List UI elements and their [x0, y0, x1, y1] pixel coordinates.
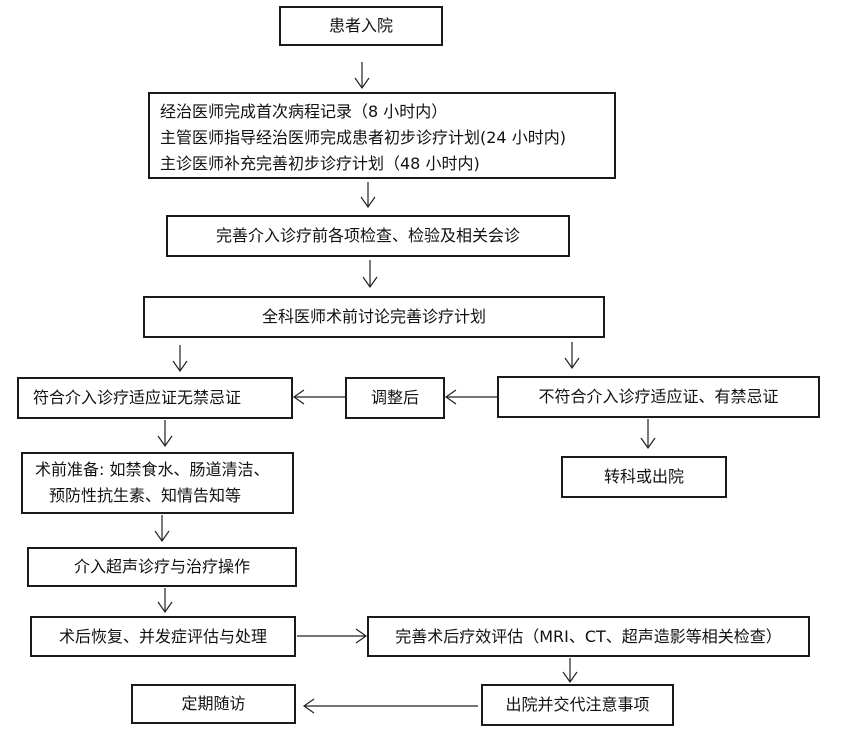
node-adjusted: 调整后 — [345, 377, 445, 419]
node-followup-label: 定期随访 — [181, 694, 246, 713]
records-line-2: 主管医师指导经治医师完成患者初步诊疗计划(24 小时内) — [160, 128, 566, 147]
node-admission-label: 患者入院 — [328, 16, 393, 35]
node-procedure: 介入超声诊疗与治疗操作 — [27, 547, 297, 587]
prep-line-2: 预防性抗生素、知情告知等 — [49, 486, 242, 505]
node-not-indicated: 不符合介入诊疗适应证、有禁忌证 — [497, 376, 820, 418]
node-evaluation-label: 完善术后疗效评估（MRI、CT、超声造影等相关检查） — [395, 626, 782, 646]
node-adjusted-label: 调整后 — [370, 388, 419, 407]
node-discussion-label: 全科医师术前讨论完善诊疗计划 — [261, 307, 486, 326]
prep-line-1: 术前准备: 如禁食水、肠道清洁、 — [35, 460, 270, 479]
node-not-indicated-label: 不符合介入诊疗适应证、有禁忌证 — [538, 387, 779, 406]
node-transfer-label: 转科或出院 — [603, 467, 684, 486]
node-discharge: 出院并交代注意事项 — [481, 684, 674, 726]
node-pre-exam: 完善介入诊疗前各项检查、检验及相关会诊 — [166, 215, 570, 257]
node-pre-exam-label: 完善介入诊疗前各项检查、检验及相关会诊 — [215, 226, 520, 245]
node-indicated: 符合介入诊疗适应证无禁忌证 — [17, 377, 293, 419]
node-indicated-label: 符合介入诊疗适应证无禁忌证 — [33, 388, 242, 407]
node-records: 经治医师完成首次病程记录（8 小时内） 主管医师指导经治医师完成患者初步诊疗计划… — [148, 92, 616, 179]
node-prep: 术前准备: 如禁食水、肠道清洁、 预防性抗生素、知情告知等 — [21, 452, 294, 514]
node-recovery-label: 术后恢复、并发症评估与处理 — [58, 626, 267, 646]
node-discussion: 全科医师术前讨论完善诊疗计划 — [143, 296, 605, 338]
node-admission: 患者入院 — [279, 6, 443, 46]
node-transfer: 转科或出院 — [561, 456, 727, 498]
records-line-1: 经治医师完成首次病程记录（8 小时内） — [160, 102, 448, 121]
node-procedure-label: 介入超声诊疗与治疗操作 — [73, 557, 250, 576]
node-evaluation: 完善术后疗效评估（MRI、CT、超声造影等相关检查） — [367, 616, 810, 657]
records-line-3: 主诊医师补充完善初步诊疗计划（48 小时内) — [160, 154, 480, 173]
node-followup: 定期随访 — [131, 684, 296, 724]
node-recovery: 术后恢复、并发症评估与处理 — [30, 616, 296, 657]
node-discharge-label: 出院并交代注意事项 — [505, 695, 650, 714]
